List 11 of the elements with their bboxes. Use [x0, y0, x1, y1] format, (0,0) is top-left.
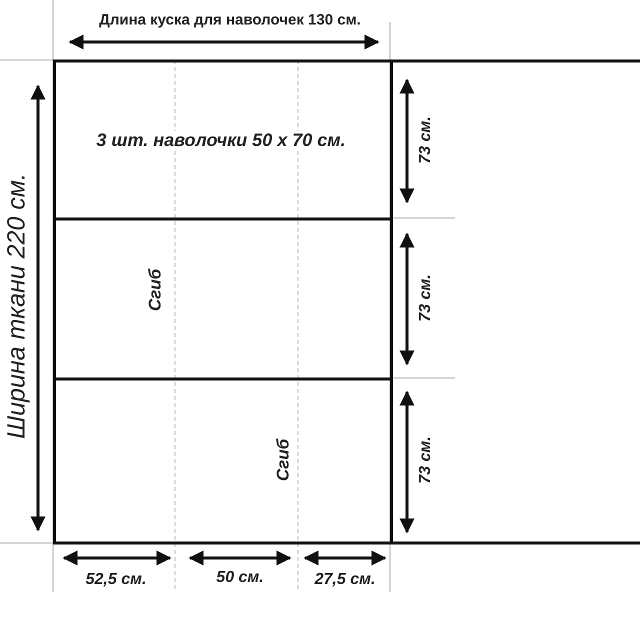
- dimension-label: 73 см.: [418, 116, 434, 164]
- dimension-label: 73 см.: [418, 274, 434, 322]
- dimension-label: 27,5 см.: [314, 572, 376, 588]
- fold-label: Сгиб: [274, 438, 292, 482]
- dimension-label: Ширина ткани 220 см.: [4, 173, 30, 439]
- dimension-label: 50 см.: [216, 570, 264, 586]
- dimension-label: Длина куска для наволочек 130 см.: [99, 12, 361, 28]
- dimension-label: 52,5 см.: [86, 572, 146, 588]
- fold-label: Сгиб: [146, 268, 164, 312]
- dimension-label: 73 см.: [418, 436, 434, 484]
- panel-label: 3 шт. наволочки 50 x 70 см.: [96, 131, 346, 149]
